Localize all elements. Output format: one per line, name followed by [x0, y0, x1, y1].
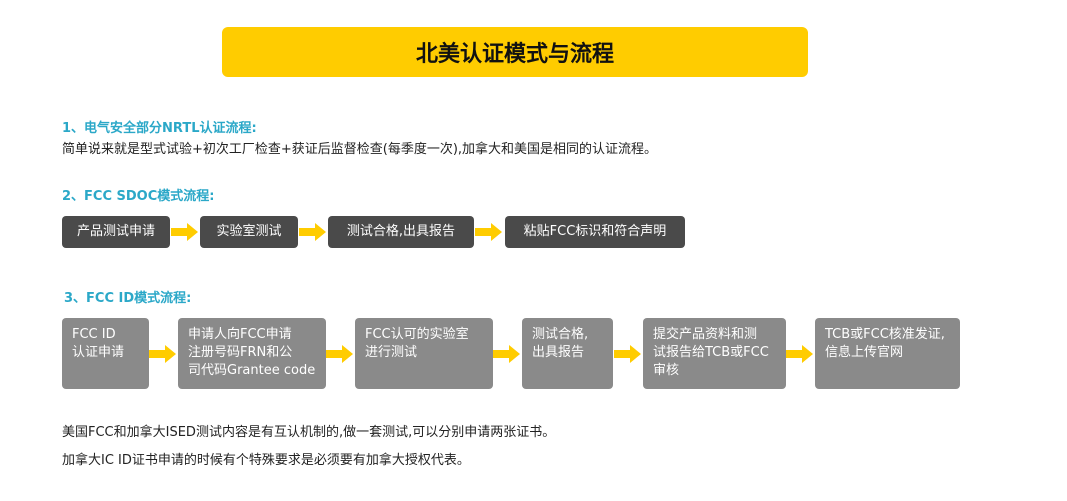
page-title: 北美认证模式与流程 [222, 27, 808, 77]
sdoc-step-1: 产品测试申请 [62, 216, 170, 248]
section-1-description: 简单说来就是型式试验+初次工厂检查+获证后监督检查(每季度一次),加拿大和美国是… [62, 142, 658, 157]
arrow-right-icon [786, 344, 814, 364]
note-1: 美国FCC和加拿大ISED测试内容是有互认机制的,做一套测试,可以分别申请两张证… [62, 425, 556, 440]
section-3-heading: 3、FCC ID模式流程: [64, 291, 192, 306]
arrow-right-icon [614, 344, 642, 364]
fccid-step-6: TCB或FCC核准发证, 信息上传官网 [815, 318, 960, 389]
section-2-heading: 2、FCC SDOC模式流程: [62, 189, 215, 204]
fccid-step-2: 申请人向FCC申请 注册号码FRN和公 司代码Grantee code [178, 318, 326, 389]
fccid-step-3-label: FCC认可的实验室 进行测试 [365, 327, 469, 360]
arrow-right-icon [171, 222, 199, 242]
fccid-step-3: FCC认可的实验室 进行测试 [355, 318, 493, 389]
fccid-step-6-label: TCB或FCC核准发证, 信息上传官网 [825, 327, 945, 360]
fccid-step-4-label: 测试合格, 出具报告 [532, 327, 589, 360]
sdoc-step-3: 测试合格,出具报告 [328, 216, 474, 248]
note-2: 加拿大IC ID证书申请的时候有个特殊要求是必须要有加拿大授权代表。 [62, 453, 470, 468]
section-1-heading: 1、电气安全部分NRTL认证流程: [62, 121, 257, 136]
fccid-step-5-label: 提交产品资料和测 试报告给TCB或FCC 审核 [653, 327, 769, 378]
fccid-step-4: 测试合格, 出具报告 [522, 318, 613, 389]
arrow-right-icon [149, 344, 177, 364]
sdoc-step-4: 粘贴FCC标识和符合声明 [505, 216, 685, 248]
arrow-right-icon [475, 222, 503, 242]
fccid-step-2-label: 申请人向FCC申请 注册号码FRN和公 司代码Grantee code [188, 327, 316, 378]
fccid-step-1: FCC ID 认证申请 [62, 318, 149, 389]
arrow-right-icon [299, 222, 327, 242]
arrow-right-icon [493, 344, 521, 364]
arrow-right-icon [326, 344, 354, 364]
sdoc-step-2: 实验室测试 [200, 216, 298, 248]
fccid-step-1-label: FCC ID 认证申请 [72, 327, 125, 360]
fccid-step-5: 提交产品资料和测 试报告给TCB或FCC 审核 [643, 318, 786, 389]
